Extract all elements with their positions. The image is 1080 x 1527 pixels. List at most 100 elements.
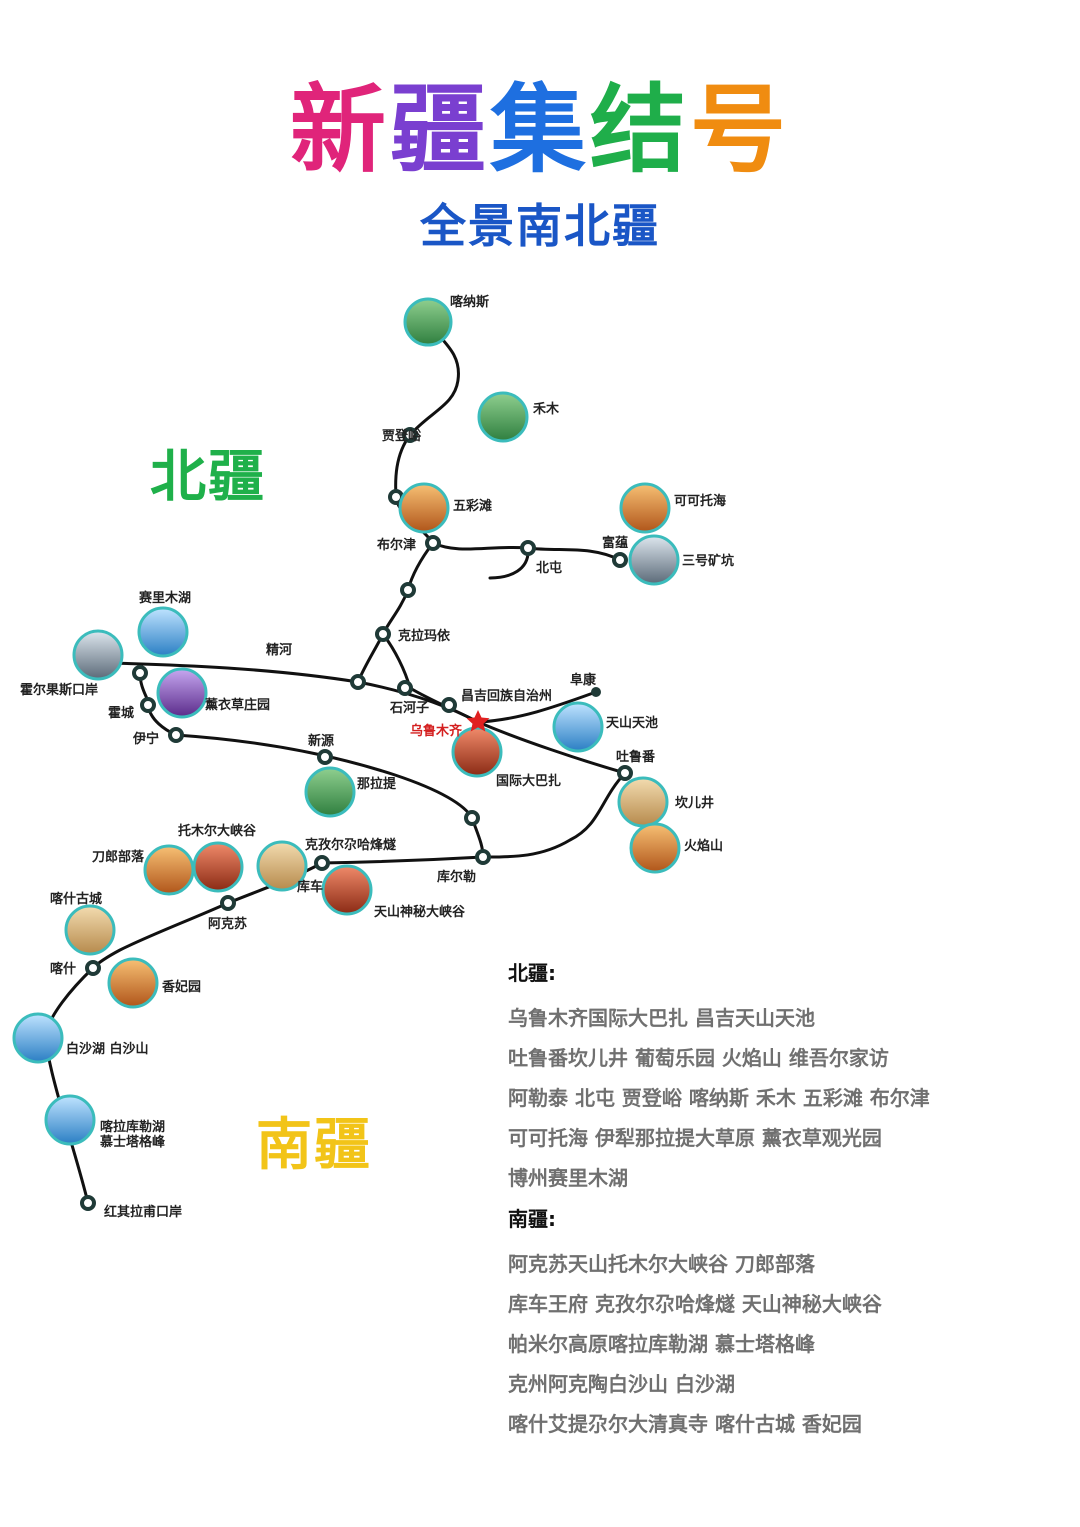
label-kalakuli-2: 慕士塔格峰 <box>99 1134 166 1150</box>
station-dot-route <box>464 810 480 826</box>
title-char: 新 <box>290 74 390 186</box>
label-kezier: 克孜尔尕哈烽燧 <box>305 837 396 853</box>
title-char: 集 <box>490 74 590 186</box>
south-itinerary-line: 帕米尔高原喀拉库勒湖 慕士塔格峰 <box>508 1332 815 1356</box>
label-kalakuli-1: 喀拉库勒湖 <box>100 1119 165 1135</box>
label-kanerjing: 坎儿井 <box>675 795 714 811</box>
photo-circles <box>12 297 681 1146</box>
xiangfei-photo <box>107 957 159 1009</box>
label-yining: 伊宁 <box>132 731 159 747</box>
label-hemu: 禾木 <box>533 401 560 417</box>
station-dot-fukang <box>591 687 601 697</box>
north-itinerary-title: 北疆: <box>508 961 556 985</box>
station-dot-xinyuan <box>317 749 333 765</box>
route-urumqi-fukang <box>476 690 598 724</box>
label-shihezi: 石河子 <box>389 700 429 716</box>
sailimu-photo <box>137 606 189 658</box>
baisha-photo <box>12 1012 64 1064</box>
north-itinerary-line: 可可托海 伊犁那拉提大草原 薰衣草观光园 <box>508 1126 882 1150</box>
station-dot-beitun <box>520 540 536 556</box>
south-region-label: 南疆 <box>256 1113 372 1178</box>
station-dot-buerjin <box>425 535 441 551</box>
kanas-photo <box>403 297 453 347</box>
label-kashigucheng: 喀什古城 <box>50 891 102 907</box>
station-dot-yining <box>168 727 184 743</box>
south-itinerary-line: 库车王府 克孜尔尕哈烽燧 天山神秘大峡谷 <box>508 1292 882 1316</box>
route-map: 喀纳斯 禾木 贾登峪 五彩滩 布尔津 北屯 富蕴 可可托海 三号矿坑 克拉玛依 … <box>12 294 734 1220</box>
label-jiadengyu: 贾登峪 <box>382 428 422 444</box>
label-akesu: 阿克苏 <box>208 916 247 932</box>
tuomuer-photo <box>192 841 244 893</box>
north-itinerary-line: 阿勒泰 北屯 贾登峪 喀纳斯 禾木 五彩滩 布尔津 <box>508 1086 930 1110</box>
label-huocheng: 霍城 <box>108 705 134 721</box>
daolang-photo <box>143 844 195 896</box>
north-itinerary-line: 吐鲁番坎儿井 葡萄乐园 火焰山 维吾尔家访 <box>508 1046 889 1070</box>
station-dot-huoerguosi <box>132 665 148 681</box>
label-daolang: 刀郎部落 <box>92 849 145 865</box>
label-nalati: 那拉提 <box>357 776 397 792</box>
station-dots <box>80 427 633 1211</box>
station-dot-huocheng <box>140 697 156 713</box>
label-beitun: 北屯 <box>536 560 562 576</box>
label-hongqilafu: 红其拉甫口岸 <box>104 1204 182 1220</box>
label-jinghe: 精河 <box>266 642 292 658</box>
label-huoyanshan: 火焰山 <box>684 838 723 854</box>
huoyanshan-photo <box>629 822 681 874</box>
label-tulufan: 吐鲁番 <box>616 749 656 765</box>
label-changji: 昌吉回族自治州 <box>461 688 552 704</box>
label-wucaitan: 五彩滩 <box>453 498 492 514</box>
label-baisha: 白沙湖 白沙山 <box>66 1041 149 1057</box>
nalati-photo <box>304 766 356 818</box>
south-itinerary-title: 南疆: <box>508 1207 556 1231</box>
shenmi-photo <box>321 864 373 916</box>
label-sanhao: 三号矿坑 <box>682 553 734 569</box>
label-xunyicao: 薰衣草庄园 <box>205 697 270 713</box>
hemu-photo <box>477 391 529 443</box>
station-dot-kuerle <box>475 849 491 865</box>
capital-star-icon <box>466 710 490 732</box>
south-itinerary-line: 克州阿克陶白沙山 白沙湖 <box>508 1372 735 1396</box>
north-itinerary-line: 博州赛里木湖 <box>508 1166 628 1190</box>
station-dot-kelamayi <box>375 626 391 642</box>
label-fuyun: 富蕴 <box>602 535 628 551</box>
wucaitan-photo <box>398 482 450 534</box>
label-kuche: 库车 <box>297 879 323 895</box>
label-fukang: 阜康 <box>570 672 597 688</box>
south-itinerary-line: 喀什艾提尕尔大清真寺 喀什古城 香妃园 <box>508 1412 862 1436</box>
route-jinghe-urumqi <box>108 661 480 724</box>
label-urumqi: 乌鲁木齐 <box>410 723 463 739</box>
label-kanas: 喀纳斯 <box>450 294 489 310</box>
tianchi-photo <box>552 701 604 753</box>
label-kelamayi: 克拉玛依 <box>398 628 451 644</box>
label-keketuohai: 可可托海 <box>674 493 726 509</box>
station-dot-jiadengyu <box>402 427 418 443</box>
label-kuerle: 库尔勒 <box>437 869 476 885</box>
route-kashi-hongqilafu <box>43 966 95 1205</box>
label-xiangfei: 香妃园 <box>161 979 201 995</box>
label-tuomuer: 托木尔大峡谷 <box>178 823 257 839</box>
label-shenmi: 天山神秘大峡谷 <box>374 904 466 920</box>
label-xinyuan: 新源 <box>308 733 334 749</box>
kalakuli-photo <box>44 1094 96 1146</box>
keketuohai-photo <box>619 482 671 534</box>
title-char: 结 <box>590 74 690 186</box>
station-dot-kuche <box>314 855 330 871</box>
kuche-photo <box>256 840 308 892</box>
station-labels: 喀纳斯 禾木 贾登峪 五彩滩 布尔津 北屯 富蕴 可可托海 三号矿坑 克拉玛依 … <box>20 294 734 1220</box>
label-tianchi: 天山天池 <box>606 715 658 731</box>
label-buerjin: 布尔津 <box>377 537 416 553</box>
dabazha-photo <box>451 726 503 778</box>
poster-subtitle: 全景南北疆 <box>420 199 660 253</box>
title-char: 疆 <box>390 74 490 186</box>
north-itinerary-line: 乌鲁木齐国际大巴扎 昌吉天山天池 <box>508 1006 815 1030</box>
kanerjing-photo <box>617 776 669 828</box>
station-dot-hongqilafu <box>80 1195 96 1211</box>
station-dot-kashi <box>85 960 101 976</box>
sanhao-photo <box>628 534 680 586</box>
route-urumqi-tulufan <box>476 720 627 775</box>
label-huoerguosi: 霍尔果斯口岸 <box>20 682 98 698</box>
station-dot-route <box>400 582 416 598</box>
xunyicao-photo <box>156 667 208 719</box>
route-yining-kuerle <box>174 733 485 859</box>
route-kuerle-kuche <box>320 855 485 865</box>
